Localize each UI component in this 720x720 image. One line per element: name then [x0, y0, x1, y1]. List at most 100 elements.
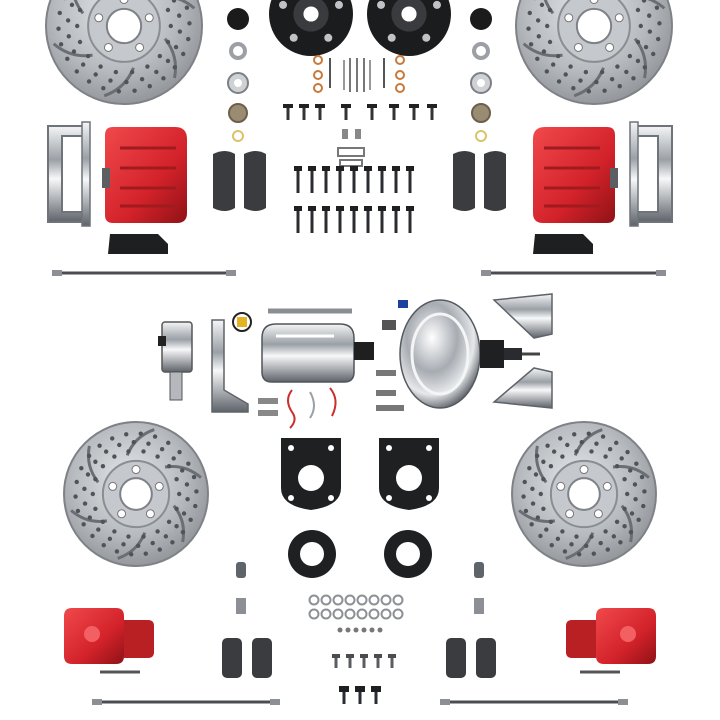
rotor-hole [152, 434, 158, 439]
rotor-hole [599, 69, 605, 75]
rotor-hole [98, 64, 103, 69]
plate-hole [386, 495, 392, 501]
rotor-hole [647, 29, 653, 34]
plate-hole [328, 445, 334, 451]
plate-hole [288, 495, 294, 501]
rotor-hole [179, 468, 185, 473]
rotor-hole [157, 53, 163, 59]
rotor-hole [129, 69, 135, 75]
rotor-hole [634, 461, 639, 466]
rotor-hole [628, 529, 634, 535]
rotor-hole [622, 524, 627, 529]
bolt-shank [358, 692, 362, 704]
o-ring [313, 70, 323, 80]
rotor-hole [143, 551, 148, 556]
rotor-hole [193, 503, 198, 509]
front-left-mount-plate [108, 234, 168, 254]
bolt-head [406, 166, 414, 171]
valve-mounting-bracket [211, 319, 249, 413]
rotor-hole [116, 89, 122, 94]
lug-hole [144, 13, 154, 23]
rotor-hole [77, 7, 83, 13]
rotor-hole [530, 486, 535, 492]
washer [368, 594, 380, 606]
lug-hole [117, 509, 127, 519]
rotor-hole [170, 540, 175, 545]
rotor-hole [521, 494, 526, 499]
rotor-hole [176, 13, 182, 18]
rotor-hole [549, 542, 554, 548]
rotor-hole [174, 477, 179, 482]
rotor-hole [71, 49, 77, 54]
rotor-hole [139, 76, 145, 82]
bolt-shank [394, 171, 398, 193]
rotor-hole [93, 477, 98, 482]
rotor-hole [172, 65, 178, 70]
rotor-hole [527, 10, 532, 16]
mounting-bolt-set [294, 166, 414, 233]
rotor-hole [654, 5, 660, 10]
rotor-hole [173, 44, 179, 50]
bolt-head [406, 206, 414, 211]
rotor-hole [73, 494, 78, 499]
rear-left-brake-hose [92, 699, 280, 705]
rotor-hole [65, 18, 71, 23]
hub-hardware-kit [313, 55, 405, 93]
bolt-shank [376, 658, 380, 668]
bolt-shank [310, 171, 314, 193]
front-left-brake-pads [213, 151, 266, 211]
bolt-head [339, 686, 349, 692]
front-left-brake-hose [52, 270, 236, 276]
rotor-hole [617, 84, 622, 89]
rotor-hole [112, 529, 117, 534]
hub-stud [279, 0, 288, 9]
bolt-head [364, 206, 372, 211]
small-nut [337, 627, 343, 633]
rotor-bore [567, 477, 601, 511]
bolt-head [346, 654, 354, 658]
rotor-hole [600, 434, 606, 439]
bolt-head [378, 206, 386, 211]
washer [332, 608, 344, 620]
brake-booster [398, 299, 540, 409]
bearing-kit-right [470, 42, 492, 142]
lug-hole [145, 509, 155, 519]
bolt-shank [380, 211, 384, 233]
rotor-hole [90, 491, 96, 497]
front-right-brake-pads [453, 151, 506, 211]
rotor-hole [65, 56, 70, 62]
rotor-hole [646, 13, 652, 18]
o-ring [313, 83, 323, 93]
rotor-hole [126, 449, 131, 454]
rotor-hole [635, 7, 641, 13]
bolt-shank [302, 108, 306, 120]
rotor-hole [166, 519, 172, 524]
rotor-hole [186, 36, 191, 42]
plate-hole [328, 495, 334, 501]
rotor-hole [97, 443, 102, 448]
rotor-hole [124, 432, 129, 437]
rotor-hole [101, 542, 106, 548]
bolt-head [367, 104, 377, 108]
brake-lines [258, 387, 337, 429]
plate-hole [426, 495, 432, 501]
o-ring [395, 70, 405, 80]
bolt-head [322, 166, 330, 171]
rotor-hole [165, 39, 171, 45]
lug-hole [614, 13, 624, 23]
rotor-hole [141, 534, 146, 539]
rotor-hole [538, 533, 543, 539]
rotor-hole [635, 58, 641, 64]
lug-hole [131, 465, 141, 475]
rotor-hole [562, 549, 568, 554]
bolt-shank [296, 211, 300, 233]
rotor-hole [591, 551, 596, 556]
lug-hole [103, 42, 113, 52]
rotor-hole [560, 529, 565, 534]
rotor-hole [177, 29, 183, 34]
rotor-hole [86, 453, 92, 459]
rotor-hole [188, 517, 193, 523]
rotor-hole [558, 436, 563, 441]
rotor-slot [647, 0, 666, 10]
